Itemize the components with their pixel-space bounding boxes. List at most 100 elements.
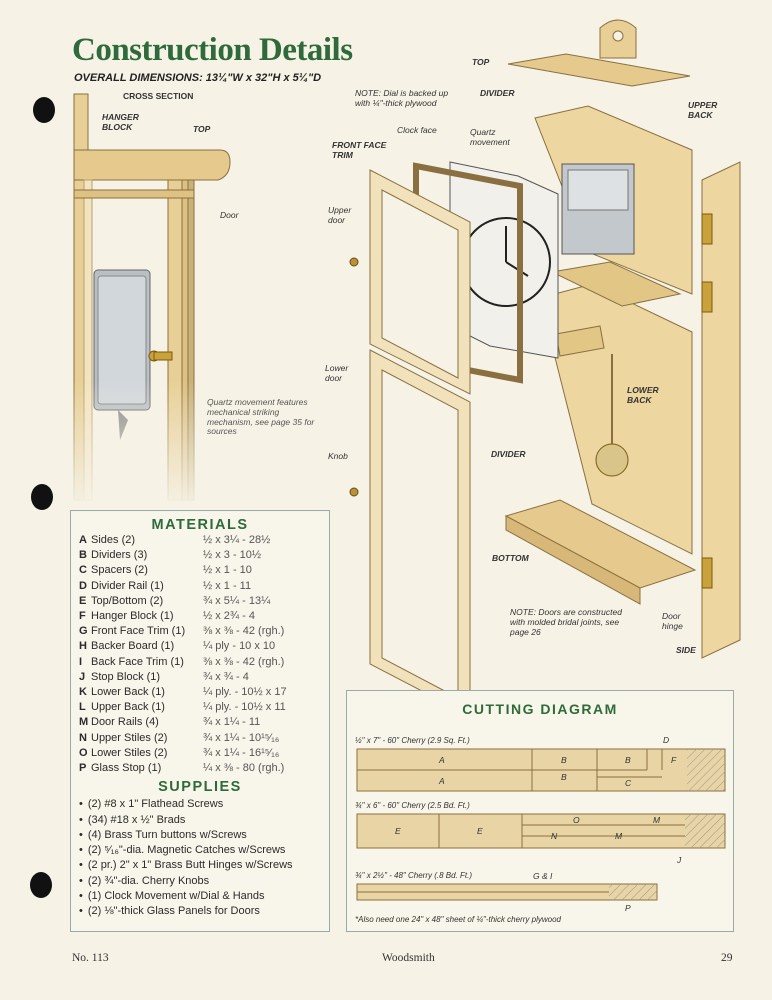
cross-section-top-label: TOP [193,124,211,134]
supplies-item: (2 pr.) 2" x 1" Brass Butt Hinges w/Scre… [79,858,321,873]
material-name: Stop Block (1) [91,670,161,683]
material-name: Door Rails (4) [91,716,159,729]
page-title: Construction Details [72,32,353,68]
material-letter: E [79,594,87,607]
board-1-label: ½" x 7" - 60" Cherry (2.9 Sq. Ft.) [355,736,470,745]
material-size: ¼ ply. - 10½ x 17 [203,686,287,699]
materials-title: MATERIALS [151,517,249,533]
piece-m-2: M [615,831,623,841]
cutting-diagram-panel: CUTTING DIAGRAM ½" x 7" - 60" Cherry (2.… [346,690,734,932]
cross-section-door-label: Door [220,210,239,220]
piece-b-2: B [561,772,567,782]
material-size: ¾ x 1¼ - 11 [203,716,261,729]
material-name: Back Face Trim (1) [91,655,184,668]
supplies-item: (2) ⅛"-thick Glass Panels for Doors [79,904,321,919]
supplies-list: (2) #8 x 1" Flathead Screws(34) #18 x ½"… [79,797,321,919]
piece-a-1: A [438,755,445,765]
cross-section-heading: CROSS SECTION [123,91,194,101]
page-number: 29 [721,952,733,964]
upper-door-label: Upper door [328,205,352,225]
side-label: SIDE [676,645,696,655]
supplies-item: (4) Brass Turn buttons w/Screws [79,828,321,843]
material-size: ½ x 1 - 10 [203,564,252,577]
piece-a-2: A [438,776,445,786]
material-letter: N [79,731,87,744]
supplies-item: (34) #18 x ½" Brads [79,813,321,828]
material-letter: F [79,610,86,623]
quartz-movement-label: Quartz movement [470,127,510,147]
materials-row: F Hanger Block (1) ½ x 2¾ - 4 [79,609,321,624]
piece-g-i: G & I [533,871,553,881]
board-2-label: ¾" x 6" - 60" Cherry (2.5 Bd. Ft.) [355,801,470,810]
material-name: Front Face Trim (1) [91,625,186,638]
top-label: TOP [472,57,490,67]
material-name: Upper Stiles (2) [91,731,168,744]
materials-row: L Upper Back (1) ¼ ply. - 10½ x 11 [79,700,321,715]
supplies-title: SUPPLIES [158,779,242,796]
hanger-block-label: HANGER BLOCK [102,112,139,132]
issue-number: No. 113 [72,952,109,964]
material-letter: L [79,701,86,714]
material-letter: B [79,549,87,562]
magazine-name: Woodsmith [382,952,435,964]
front-face-trim-label: FRONT FACE TRIM [332,140,387,160]
material-size: ⅜ x ⅜ - 42 (rgh.) [203,625,285,638]
material-size: ½ x 3 - 10½ [203,549,262,562]
materials-row: I Back Face Trim (1) ⅜ x ⅜ - 42 (rgh.) [79,655,321,670]
material-letter: D [79,579,87,592]
supplies-item: (2) #8 x 1" Flathead Screws [79,797,321,812]
dial-note: NOTE: Dial is backed up with ¼"-thick pl… [355,88,449,108]
material-name: Sides (2) [91,534,136,546]
piece-j: J [676,855,682,865]
material-size: ¼ x ⅜ - 80 (rgh.) [203,762,285,775]
piece-b-3: B [625,755,631,765]
exploded-view-illustration [349,19,741,704]
material-letter: G [79,625,88,638]
material-letter: J [79,670,86,683]
overall-dimensions: OVERALL DIMENSIONS: 13¼"W x 32"H x 5¼"D [74,72,322,84]
binder-hole-bottom [30,872,52,898]
doors-note: NOTE: Doors are constructed with molded … [510,607,622,637]
material-size: ½ x 2¾ - 4 [203,610,255,623]
materials-row: B Dividers (3) ½ x 3 - 10½ [79,548,321,563]
quartz-movement-note: Quartz movement features mechanical stri… [207,397,315,437]
material-name: Lower Back (1) [91,686,165,699]
cutting-diagram-title: CUTTING DIAGRAM [462,701,618,717]
material-name: Dividers (3) [91,549,148,562]
piece-e-2: E [477,826,483,836]
material-size: ⅜ x ⅜ - 42 (rgh.) [203,655,285,668]
divider-top-label: DIVIDER [480,88,515,98]
material-name: Backer Board (1) [91,640,175,653]
material-letter: K [79,686,87,699]
material-letter: P [79,762,87,775]
piece-n: N [551,831,558,841]
material-letter: H [79,640,87,653]
cross-section-illustration [70,93,330,510]
material-letter: A [79,534,87,546]
material-size: ¼ ply. - 10½ x 11 [203,701,286,714]
material-size: ¼ ply - 10 x 10 [203,640,276,653]
cutting-boards: A A B B B C D F E E O N M M J G & I P [356,735,726,913]
piece-o: O [573,815,580,825]
material-letter: M [79,716,89,729]
material-size: ¾ x ¾ - 4 [203,670,249,683]
supplies-item: (1) Clock Movement w/Dial & Hands [79,889,321,904]
materials-row: J Stop Block (1) ¾ x ¾ - 4 [79,670,321,685]
material-name: Upper Back (1) [91,701,165,714]
piece-p: P [625,903,631,913]
bottom-label: BOTTOM [492,553,529,563]
piece-f: F [671,755,677,765]
material-name: Hanger Block (1) [91,610,174,623]
piece-c: C [625,778,632,788]
clock-face-label: Clock face [397,125,437,135]
binder-hole-top [33,97,55,123]
material-size: ¾ x 5¼ - 13¼ [203,594,271,607]
material-letter: I [79,655,83,668]
